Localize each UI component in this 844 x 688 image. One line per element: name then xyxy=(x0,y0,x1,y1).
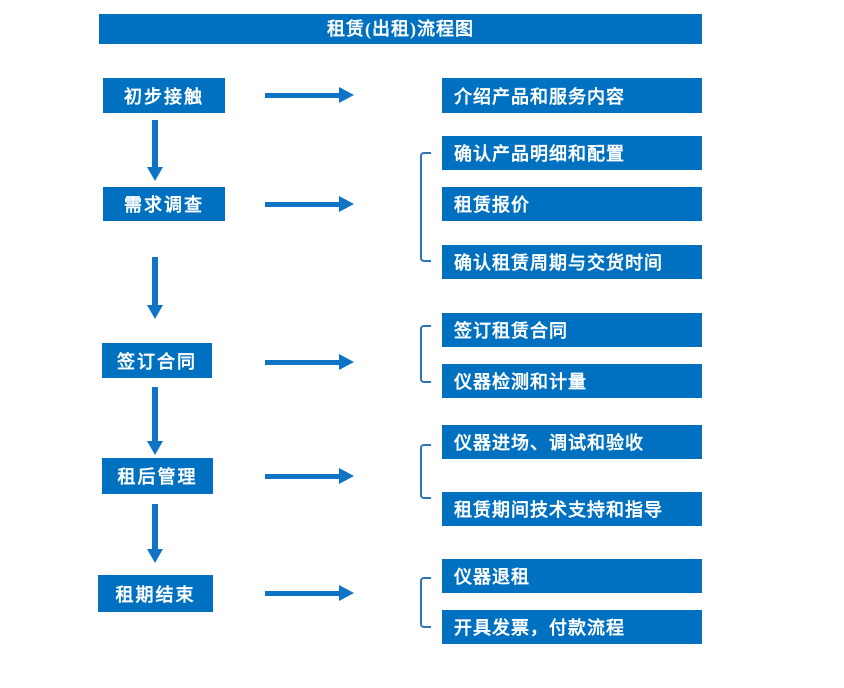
arrow-shaft xyxy=(265,202,339,207)
detail-box: 签订租赁合同 xyxy=(442,313,702,347)
arrow-down-icon xyxy=(147,387,163,455)
arrow-shaft xyxy=(265,474,339,479)
step-box-demand-survey: 需求调查 xyxy=(103,187,225,221)
detail-box: 租赁报价 xyxy=(442,187,702,221)
group-bracket xyxy=(420,444,431,499)
detail-box: 开具发票，付款流程 xyxy=(442,610,702,644)
arrow-right-icon xyxy=(265,354,354,370)
arrow-head xyxy=(339,468,354,484)
detail-box: 仪器检测和计量 xyxy=(442,364,702,398)
step-box-rental-end: 租期结束 xyxy=(98,575,213,612)
arrow-head xyxy=(147,441,163,455)
arrow-shaft xyxy=(152,504,158,550)
arrow-right-icon xyxy=(265,196,354,212)
step-box-sign-contract: 签订合同 xyxy=(102,343,212,378)
arrow-down-icon xyxy=(147,120,163,181)
arrow-head xyxy=(339,585,354,601)
group-bracket xyxy=(420,152,431,262)
arrow-down-icon xyxy=(147,257,163,319)
detail-box: 介绍产品和服务内容 xyxy=(442,78,702,113)
arrow-head xyxy=(339,196,354,212)
detail-box: 租赁期间技术支持和指导 xyxy=(442,492,702,526)
flowchart-title: 租赁(出租)流程图 xyxy=(99,14,702,44)
group-bracket xyxy=(420,325,431,383)
arrow-shaft xyxy=(152,120,158,168)
arrow-shaft xyxy=(265,93,339,98)
detail-box: 确认产品明细和配置 xyxy=(442,136,702,170)
arrow-shaft xyxy=(265,360,339,365)
arrow-head xyxy=(339,354,354,370)
arrow-head xyxy=(147,549,163,563)
arrow-shaft xyxy=(152,387,158,442)
arrow-head xyxy=(147,167,163,181)
arrow-head xyxy=(147,305,163,319)
detail-box: 仪器进场、调试和验收 xyxy=(442,425,702,459)
arrow-right-icon xyxy=(265,585,354,601)
arrow-down-icon xyxy=(147,504,163,563)
arrow-head xyxy=(339,87,354,103)
detail-box: 确认租赁周期与交货时间 xyxy=(442,245,702,279)
step-box-post-rental-management: 租后管理 xyxy=(102,458,213,494)
arrow-shaft xyxy=(265,591,339,596)
detail-box: 仪器退租 xyxy=(442,559,702,593)
arrow-shaft xyxy=(152,257,158,306)
arrow-right-icon xyxy=(265,468,354,484)
group-bracket xyxy=(420,577,431,628)
step-box-initial-contact: 初步接触 xyxy=(103,78,225,113)
arrow-right-icon xyxy=(265,87,354,103)
